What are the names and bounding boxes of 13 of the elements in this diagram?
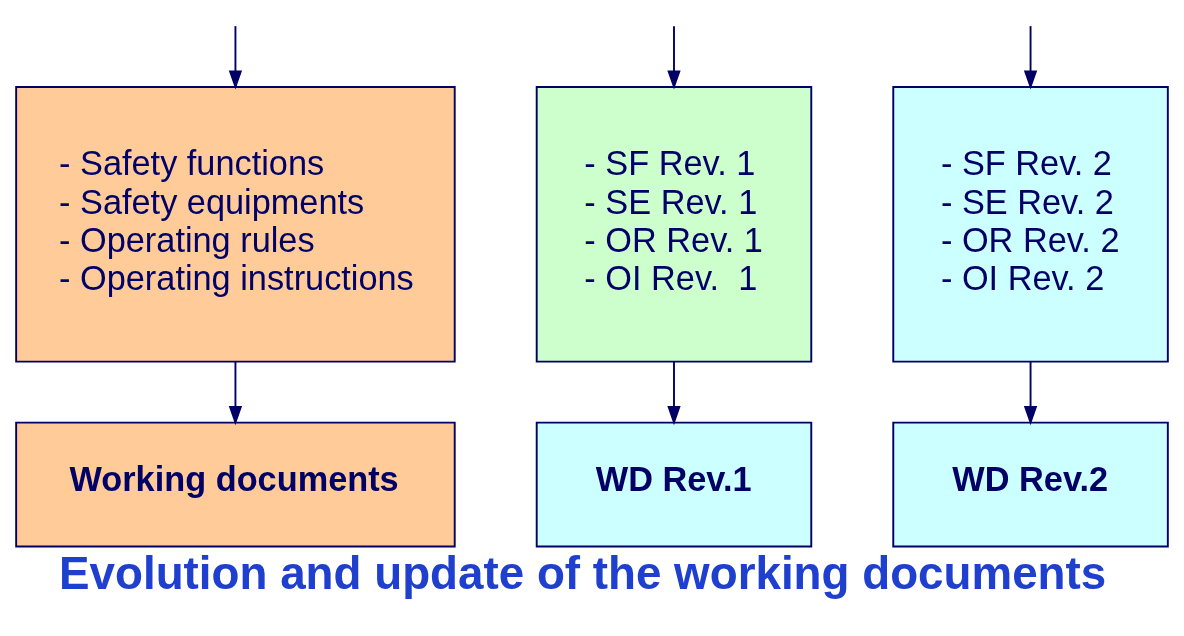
node-box: WD Rev.2 <box>892 421 1169 548</box>
node-box: - SF Rev. 2 - SE Rev. 2 - OR Rev. 2 - OI Rev. 2 <box>892 86 1169 363</box>
arrow <box>667 25 681 90</box>
arrow <box>667 361 681 426</box>
arrow <box>1023 361 1038 426</box>
node-box: WD Rev.1 <box>535 421 813 548</box>
node-box: - Safety functions - Safety equipments - Operating rules - Operating instructions <box>15 86 456 363</box>
arrow <box>228 361 243 426</box>
node-box: - SF Rev. 1 - SE Rev. 1 - OR Rev. 1 - OI Rev. 1 <box>535 86 813 363</box>
diagram-title: Evolution and update of the working documents <box>59 547 1107 599</box>
arrow <box>228 25 243 90</box>
arrow <box>1023 25 1038 90</box>
node-box: Working documents <box>15 421 456 548</box>
